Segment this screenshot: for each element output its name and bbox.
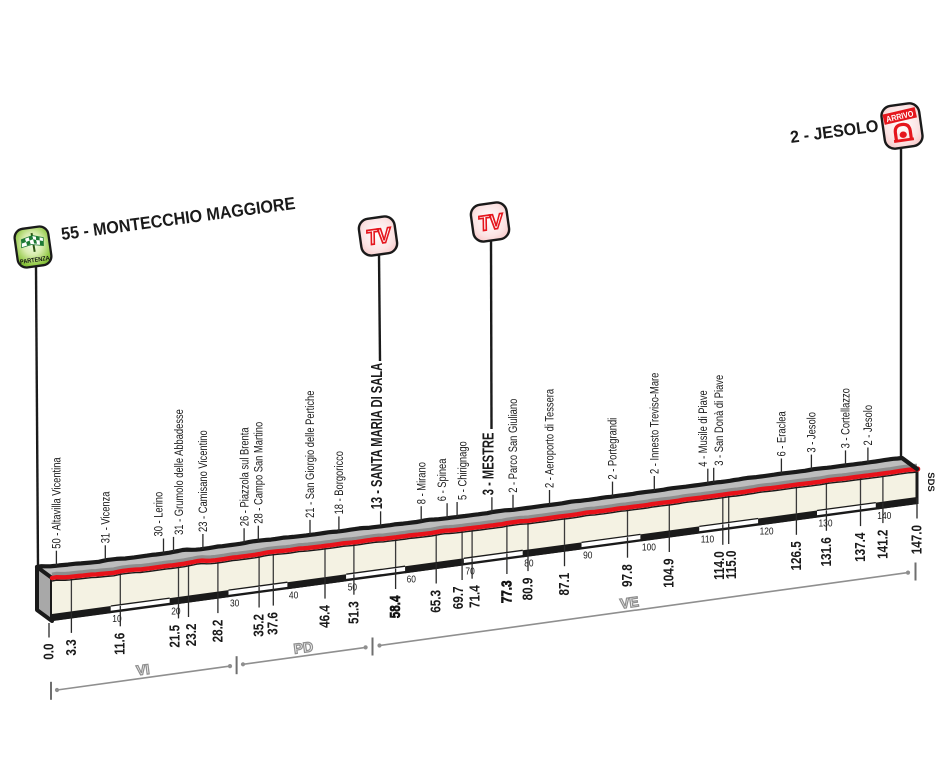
svg-text:28 - Campo San Martino: 28 - Campo San Martino: [252, 422, 265, 524]
svg-text:130: 130: [819, 518, 833, 530]
svg-text:2 - Jesolo: 2 - Jesolo: [862, 405, 875, 446]
svg-text:35.2: 35.2: [250, 614, 267, 637]
svg-text:126.5: 126.5: [787, 541, 804, 571]
svg-text:VI: VI: [135, 661, 150, 679]
svg-text:11.6: 11.6: [111, 633, 128, 655]
svg-text:141.2: 141.2: [874, 530, 891, 559]
svg-text:8 - Mirano: 8 - Mirano: [415, 462, 428, 504]
svg-text:50: 50: [348, 582, 357, 594]
svg-text:2 - Portegrandi: 2 - Portegrandi: [607, 418, 620, 480]
svg-text:6 - Spinea: 6 - Spinea: [436, 459, 449, 502]
svg-text:PD: PD: [293, 638, 314, 656]
svg-text:46.4: 46.4: [316, 605, 333, 628]
svg-text:21.5: 21.5: [166, 624, 183, 647]
svg-text:147.0: 147.0: [908, 525, 925, 554]
svg-text:18 - Borgoricco: 18 - Borgoricco: [333, 451, 346, 514]
svg-text:87.1: 87.1: [556, 572, 573, 595]
svg-text:TV: TV: [367, 223, 392, 250]
svg-text:104.9: 104.9: [660, 559, 677, 588]
svg-text:50 - Altavilla Vicentina: 50 - Altavilla Vicentina: [51, 457, 64, 548]
svg-text:114.0: 114.0: [710, 551, 727, 580]
svg-text:26 - Piazzola sul Brenta: 26 - Piazzola sul Brenta: [238, 427, 251, 526]
svg-text:40: 40: [289, 590, 298, 602]
svg-text:23 - Camisano Vicentino: 23 - Camisano Vicentino: [197, 430, 210, 532]
svg-text:37.6: 37.6: [264, 612, 281, 635]
svg-text:3 - MESTRE: 3 - MESTRE: [480, 433, 497, 496]
svg-text:3 - San Donà di Piave: 3 - San Donà di Piave: [713, 375, 726, 466]
svg-text:10: 10: [112, 613, 121, 625]
svg-text:30 - Lerino: 30 - Lerino: [152, 492, 165, 537]
svg-text:70: 70: [465, 566, 474, 578]
svg-text:20: 20: [171, 605, 180, 617]
svg-text:30: 30: [230, 597, 239, 609]
svg-text:80.9: 80.9: [519, 578, 536, 601]
svg-text:SDS: SDS: [925, 472, 936, 492]
svg-text:TV: TV: [479, 209, 504, 236]
svg-text:3.3: 3.3: [62, 639, 79, 655]
svg-text:69.7: 69.7: [450, 587, 467, 610]
svg-text:58.4: 58.4: [387, 595, 404, 618]
svg-text:31 - Grumolo delle Abbadesse: 31 - Grumolo delle Abbadesse: [173, 409, 186, 535]
svg-text:120: 120: [760, 526, 774, 538]
svg-text:2 - Aeroporto di Tessera: 2 - Aeroporto di Tessera: [544, 389, 557, 488]
svg-text:131.6: 131.6: [817, 537, 834, 566]
svg-text:110: 110: [701, 534, 714, 546]
svg-text:VE: VE: [619, 593, 640, 611]
svg-text:2 - Innesto Treviso-Mare: 2 - Innesto Treviso-Mare: [648, 373, 661, 474]
svg-text:23.2: 23.2: [183, 624, 200, 647]
svg-text:137.4: 137.4: [852, 532, 869, 562]
svg-text:90: 90: [583, 550, 592, 562]
svg-text:3 - Jesolo: 3 - Jesolo: [806, 412, 819, 453]
svg-text:21 - San Giorgio delle Pertich: 21 - San Giorgio delle Pertiche: [304, 391, 317, 518]
svg-text:28.2: 28.2: [209, 620, 226, 643]
svg-text:13 - SANTA MARIA DI SALA: 13 - SANTA MARIA DI SALA: [368, 363, 385, 510]
svg-text:51.3: 51.3: [345, 601, 362, 624]
svg-text:97.8: 97.8: [619, 564, 636, 587]
svg-text:77.3: 77.3: [498, 581, 515, 604]
svg-text:140: 140: [877, 510, 891, 522]
svg-text:71.4: 71.4: [466, 585, 483, 608]
svg-text:0.0: 0.0: [40, 644, 57, 660]
svg-text:4 - Musile di Piave: 4 - Musile di Piave: [697, 390, 710, 466]
svg-text:65.3: 65.3: [427, 590, 444, 613]
svg-text:6 - Eraclea: 6 - Eraclea: [776, 411, 789, 456]
svg-text:5 - Chirignago: 5 - Chirignago: [457, 441, 470, 500]
svg-text:31 - Vicenza: 31 - Vicenza: [99, 491, 112, 543]
svg-text:100: 100: [642, 542, 656, 554]
svg-text:60: 60: [407, 574, 416, 586]
svg-text:3 - Cortellazzo: 3 - Cortellazzo: [840, 388, 853, 448]
svg-text:115.0: 115.0: [723, 551, 740, 580]
svg-text:PARTENZA: PARTENZA: [20, 256, 51, 266]
svg-text:80: 80: [524, 558, 533, 570]
svg-text:2 - Parco San Giuliano: 2 - Parco San Giuliano: [507, 399, 520, 493]
